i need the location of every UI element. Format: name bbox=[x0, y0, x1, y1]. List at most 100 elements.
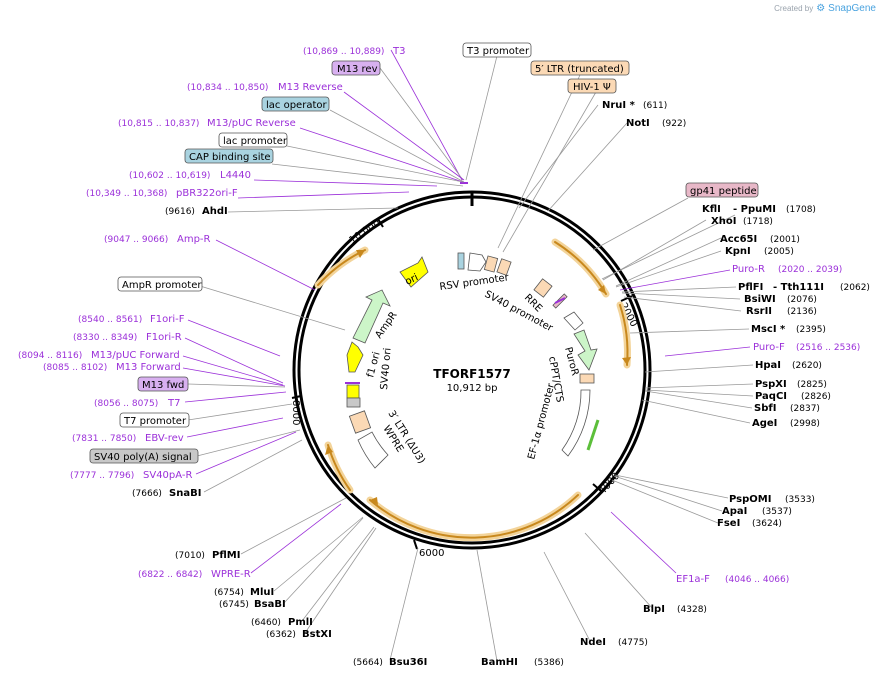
ampr-primer-range: (9047 .. 9066) bbox=[104, 235, 168, 245]
enzyme-paqci-pos: (2826) bbox=[801, 392, 831, 402]
enzyme-pflmi-pos: (7010) bbox=[175, 551, 205, 561]
enzyme-paqci: PaqCI bbox=[755, 391, 787, 402]
feature-ampr bbox=[352, 289, 391, 344]
enzyme-kfli: KflI bbox=[702, 204, 721, 215]
f1orir-primer: F1ori-R bbox=[146, 332, 182, 343]
enzyme-bsabi-pos: (6745) bbox=[219, 600, 249, 610]
orf-arrowheads bbox=[325, 250, 631, 505]
plasmid-length: 10,912 bp bbox=[447, 383, 498, 394]
feature-sv40-promoter bbox=[563, 311, 584, 331]
feature-ltr3 bbox=[348, 410, 372, 434]
watermark-prefix: Created by bbox=[774, 4, 814, 13]
features bbox=[345, 182, 600, 469]
t7-primer: T7 bbox=[167, 398, 180, 409]
l4440-primer: L4440 bbox=[220, 170, 251, 181]
enzyme-hpai: HpaI bbox=[755, 360, 781, 371]
m13rev-label: M13 rev bbox=[337, 64, 378, 75]
enzyme-snabi: SnaBI bbox=[169, 488, 201, 499]
enzyme-msci: MscI * bbox=[751, 324, 786, 335]
ltr-truncated-label: 5′ LTR (truncated) bbox=[535, 64, 624, 75]
enzyme-tth111i: - Tth111I bbox=[773, 282, 824, 293]
feature-rsv-promoter bbox=[467, 252, 487, 272]
cap-binding-label: CAP binding site bbox=[189, 152, 271, 163]
sv40par-range: (7777 .. 7796) bbox=[70, 471, 134, 481]
enzyme-ndei: NdeI bbox=[580, 637, 606, 648]
enzyme-kpni: KpnI bbox=[725, 246, 751, 257]
enzyme-pspomi-pos: (3533) bbox=[785, 495, 815, 505]
enzyme-acc65i: Acc65I bbox=[720, 234, 757, 245]
puror-label: PuroR bbox=[562, 346, 580, 377]
feature-ef1a-green bbox=[586, 419, 600, 451]
enzyme-ppumi: - PpuMI bbox=[733, 204, 776, 215]
ori-label: ori bbox=[404, 272, 420, 287]
enzyme-rsrii: RsrII bbox=[746, 306, 772, 317]
feature-rre bbox=[533, 278, 553, 298]
feature-sv40pa bbox=[346, 397, 361, 408]
pbr322-range: (10,349 .. 10,368) bbox=[86, 189, 167, 199]
purof-range: (2516 .. 2536) bbox=[796, 343, 860, 353]
pbr322-primer: pBR322ori-F bbox=[176, 188, 238, 199]
enzyme-mlui-pos: (6754) bbox=[214, 588, 244, 598]
tick-label-6000: 6000 bbox=[419, 548, 444, 559]
ampr-promoter-label: AmpR promoter bbox=[122, 280, 202, 291]
enzyme-tth111i-pos: (2062) bbox=[840, 283, 870, 293]
enzyme-xhoi-pos: (1718) bbox=[743, 217, 773, 227]
enzyme-ahdi-pos: (9616) bbox=[165, 207, 195, 217]
feature-cppt bbox=[579, 373, 595, 384]
wprer-range: (6822 .. 6842) bbox=[138, 570, 202, 580]
enzyme-noti: NotI bbox=[626, 118, 650, 129]
enzyme-fsei-pos: (3624) bbox=[752, 519, 782, 529]
enzyme-xhoi: XhoI bbox=[711, 216, 736, 227]
enzyme-pspxi: PspXI bbox=[755, 379, 787, 390]
f1orif-range: (8540 .. 8561) bbox=[78, 315, 142, 325]
enzyme-pspxi-pos: (2825) bbox=[797, 380, 827, 390]
hiv1-psi-label: HIV-1 Ψ bbox=[573, 82, 611, 93]
t3-promoter-label: T3 promoter bbox=[466, 46, 530, 57]
lac-operator-label: lac operator bbox=[266, 100, 327, 111]
m13forward-range: (8085 .. 8102) bbox=[43, 363, 107, 373]
ef1a-label: EF-1α promoter bbox=[526, 382, 557, 461]
feature-ef1a bbox=[561, 389, 591, 457]
enzyme-kpni-pos: (2005) bbox=[764, 247, 794, 257]
primer-labels: (10,869 .. 10,889) T3 (10,834 .. 10,850)… bbox=[18, 46, 860, 585]
m13reverse-range: (10,834 .. 10,850) bbox=[187, 83, 268, 93]
rsv-promoter-label: RSV promoter bbox=[439, 272, 510, 293]
feature-psi-box bbox=[496, 258, 512, 276]
m13fwd-label: M13 fwd bbox=[142, 380, 184, 391]
feature-ori bbox=[399, 256, 429, 288]
gp41-label: gp41 peptide bbox=[690, 186, 757, 197]
feature-ltr-box bbox=[483, 255, 499, 273]
enzyme-msci-pos: (2395) bbox=[796, 325, 826, 335]
enzyme-agei: AgeI bbox=[752, 418, 777, 429]
ebvrev-range: (7831 .. 7850) bbox=[72, 434, 136, 444]
t3-primer: T3 bbox=[392, 46, 405, 57]
lac-promoter-label: lac promoter bbox=[223, 136, 288, 147]
feature-wpre bbox=[357, 431, 389, 469]
f1orir-range: (8330 .. 8349) bbox=[73, 333, 137, 343]
enzyme-ahdi: AhdI bbox=[202, 206, 228, 217]
feature-lac-box bbox=[457, 252, 465, 270]
ef1af-range: (4046 .. 4066) bbox=[725, 575, 789, 585]
enzyme-bamhi-pos: (5386) bbox=[534, 658, 564, 668]
enzyme-rsrii-pos: (2136) bbox=[787, 307, 817, 317]
enzyme-pflfi: PflFI bbox=[738, 282, 763, 293]
puror-primer: Puro-R bbox=[732, 264, 765, 275]
sv40-polya-label: SV40 poly(A) signal bbox=[94, 452, 192, 463]
enzyme-snabi-pos: (7666) bbox=[132, 489, 162, 499]
purof-primer: Puro-F bbox=[753, 342, 785, 353]
enzyme-sbfi-pos: (2837) bbox=[790, 404, 820, 414]
enzyme-apai: ApaI bbox=[722, 506, 747, 517]
m13puc-rev-range: (10,815 .. 10,837) bbox=[118, 119, 199, 129]
m13puc-fwd-primer: M13/pUC Forward bbox=[91, 350, 180, 361]
m13puc-rev-primer: M13/pUC Reverse bbox=[207, 118, 296, 129]
watermark-brand: SnapGene bbox=[828, 3, 876, 14]
ef1af-primer: EF1a-F bbox=[676, 574, 710, 585]
tick-label-8000: 8000 bbox=[290, 400, 301, 425]
enzyme-mlui: MluI bbox=[250, 587, 274, 598]
enzyme-agei-pos: (2998) bbox=[790, 419, 820, 429]
tick-label-10000: 10,000 bbox=[347, 217, 382, 246]
plasmid-name: TFORF1577 bbox=[433, 367, 510, 381]
f1orif-primer: F1ori-F bbox=[150, 314, 185, 325]
enzyme-pmli-pos: (6460) bbox=[251, 618, 281, 628]
